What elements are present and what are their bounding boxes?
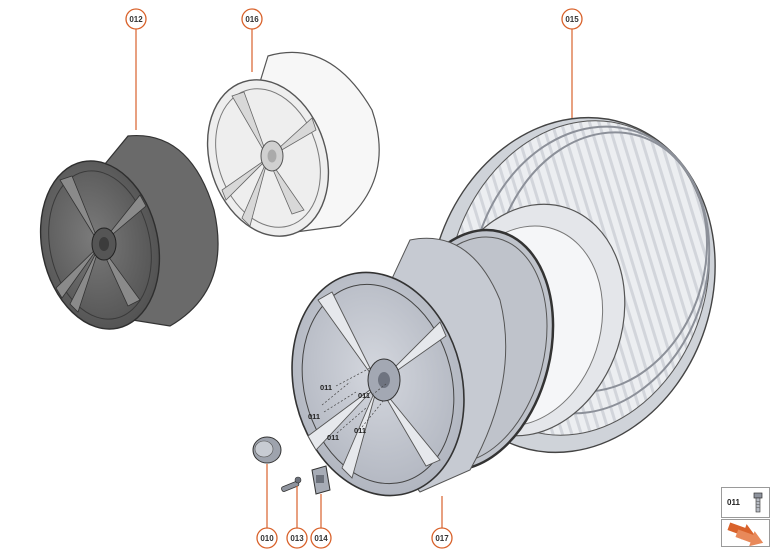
callout-015[interactable]: 015 — [561, 8, 583, 30]
wheel-rim-dark[interactable] — [26, 134, 219, 341]
callout-010[interactable]: 010 — [256, 527, 278, 549]
svg-text:017: 017 — [435, 534, 449, 543]
callout-014[interactable]: 014 — [310, 527, 332, 549]
wheel-bolt-icon — [752, 492, 764, 519]
legend-label: 011 — [727, 498, 740, 507]
svg-text:016: 016 — [245, 15, 259, 24]
wheel-rim-light[interactable] — [188, 51, 380, 252]
navigate-button[interactable] — [721, 519, 770, 547]
bolt-legend: 011 — [721, 487, 770, 518]
bolt-label[interactable]: 011 — [354, 426, 366, 435]
leader-lines — [135, 28, 573, 528]
callout-017[interactable]: 017 — [431, 527, 453, 549]
wheel-rim-main[interactable] — [269, 212, 577, 514]
callout-012[interactable]: 012 — [125, 8, 147, 30]
svg-text:010: 010 — [260, 534, 274, 543]
svg-text:013: 013 — [290, 534, 304, 543]
bolt-leaders — [321, 367, 387, 434]
hub-cap[interactable] — [252, 436, 282, 464]
callout-013[interactable]: 013 — [286, 527, 308, 549]
callout-016[interactable]: 016 — [241, 8, 263, 30]
bolt-label[interactable]: 011 — [308, 412, 320, 421]
arrow-icon — [727, 522, 764, 547]
svg-text:015: 015 — [565, 15, 579, 24]
bolt-label[interactable]: 011 — [358, 391, 370, 400]
bolt-label[interactable]: 011 — [320, 383, 332, 392]
bolt-label[interactable]: 011 — [327, 433, 339, 442]
svg-text:012: 012 — [129, 15, 143, 24]
tire-valve[interactable] — [281, 476, 302, 492]
pressure-sensor[interactable] — [311, 465, 331, 495]
svg-text:014: 014 — [314, 534, 328, 543]
